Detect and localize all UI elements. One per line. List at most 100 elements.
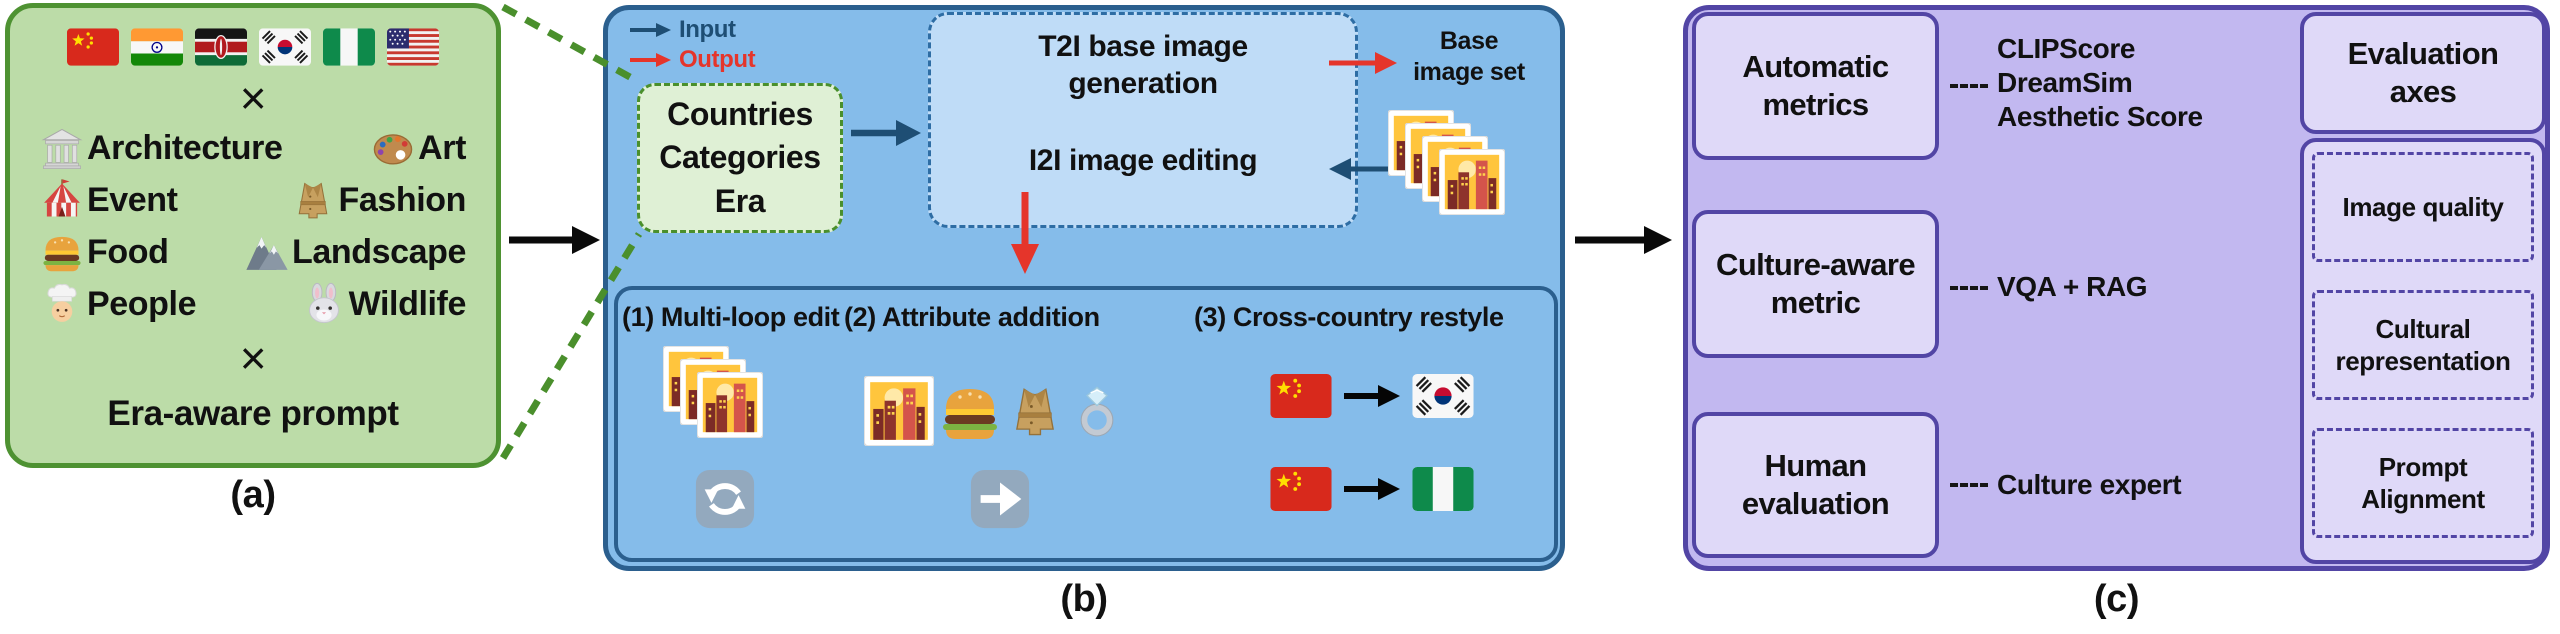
flag-south-korea-icon <box>259 28 311 66</box>
panel-c-label: (c) <box>2093 578 2140 620</box>
cityscape-photo-icon <box>697 372 763 438</box>
era-aware-prompt-text: Era-aware prompt <box>107 394 399 433</box>
cook-icon <box>40 282 84 326</box>
legend: Input Output <box>628 16 756 74</box>
flag-nigeria-icon <box>323 28 375 66</box>
edit-2-title: (2) Attribute addition <box>844 302 1100 332</box>
photo-stack-icon <box>663 346 765 440</box>
mountain-icon <box>245 230 289 274</box>
rabbit-icon <box>302 282 346 326</box>
category-label: Wildlife <box>348 284 467 323</box>
panel-b-label: (b) <box>1060 578 1108 620</box>
base-image-set-stack <box>1388 110 1510 220</box>
flag-india-icon <box>131 28 183 66</box>
country-flags-row <box>67 28 439 66</box>
automatic-metrics-notes: CLIPScore DreamSim Aesthetic Score <box>1997 32 2203 134</box>
era-line: Era <box>714 182 766 219</box>
multiply-sign: × <box>239 332 267 384</box>
category-row: Event Fashion <box>40 178 466 222</box>
loop-arrows-icon <box>694 468 756 530</box>
attribute-addition-icons <box>864 372 1126 450</box>
t2i-output-arrow <box>1329 52 1397 74</box>
category-row: Architecture Art <box>40 126 466 170</box>
automatic-metrics-box: Automatic metrics <box>1692 12 1939 160</box>
category-label: Landscape <box>291 232 466 271</box>
legend-input-row: Input <box>628 16 755 44</box>
countries-categories-era-box: Countries Categories Era <box>637 83 843 233</box>
evaluation-panel-c: Automatic metrics CLIPScore DreamSim Aes… <box>1683 5 2550 571</box>
category-label: People <box>87 284 197 323</box>
arrow-a-to-b <box>509 226 600 254</box>
edit-3-title: (3) Cross-country restyle <box>1194 302 1504 332</box>
circus-tent-icon <box>40 178 84 222</box>
category-architecture: Architecture <box>40 126 283 170</box>
dotted-connector <box>1950 84 1988 88</box>
edit-1-title: (1) Multi-loop edit <box>622 302 840 332</box>
coat-icon <box>1006 382 1064 440</box>
category-row: Food Landscape <box>40 230 466 274</box>
human-evaluation-box: Human evaluation <box>1692 412 1939 558</box>
classical-building-icon <box>40 126 84 170</box>
flag-nigeria-icon <box>1412 467 1474 511</box>
input-arrow-to-t2i <box>851 120 921 146</box>
countries-expansion-dashed-lines <box>500 3 642 460</box>
restyle-pair-china-nigeria <box>1270 467 1474 511</box>
i2i-editing-text: I2I image editing <box>1028 144 1258 178</box>
base-image-set-label: Base image set <box>1413 27 1525 86</box>
categories-grid: Architecture Art Event Fashion <box>40 126 466 326</box>
categories-line: Categories <box>659 139 821 176</box>
dotted-connector <box>1950 286 1988 290</box>
category-label: Fashion <box>338 180 466 219</box>
metric-note: CLIPScore <box>1997 33 2135 64</box>
dataset-panel-a: × Architecture Art Event Fa <box>5 3 501 468</box>
output-arrow-icon <box>630 53 671 67</box>
editing-operations-box: (1) Multi-loop edit (2) Attribute additi… <box>614 286 1558 562</box>
dotted-connector <box>1950 483 1988 487</box>
category-people: People <box>40 282 196 326</box>
flag-china-icon <box>67 28 119 66</box>
evaluation-axes-container: Image quality Cultural representation Pr… <box>2300 138 2546 564</box>
t2i-generation-text: T2I base image generation <box>1038 30 1248 100</box>
cityscape-photo-icon <box>1439 149 1505 215</box>
category-label: Event <box>87 180 178 219</box>
legend-input-label: Input <box>679 16 736 43</box>
right-arrow-button-icon <box>969 468 1031 530</box>
category-label: Art <box>418 128 466 167</box>
generation-panel-b: Input Output Countries Categories Era T2… <box>603 5 1565 571</box>
axis-image-quality: Image quality <box>2312 152 2534 262</box>
flag-china-icon <box>1270 467 1332 511</box>
t2i-i2i-box: T2I base image generation I2I image edit… <box>928 12 1358 228</box>
flag-south-korea-icon <box>1412 374 1474 418</box>
metric-note: VQA + RAG <box>1997 271 2148 302</box>
legend-output-label: Output <box>679 46 756 73</box>
human-evaluation-notes: Culture expert <box>1997 468 2182 502</box>
category-row: People Wildlife <box>40 282 466 326</box>
panel-a-label: (a) <box>230 474 276 516</box>
input-arrow-icon <box>630 23 671 37</box>
axis-cultural-representation: Cultural representation <box>2312 290 2534 400</box>
restyle-pair-china-korea <box>1270 374 1474 418</box>
category-landscape: Landscape <box>245 230 466 274</box>
i2i-output-down-arrow <box>1011 192 1039 274</box>
flag-china-icon <box>1270 374 1332 418</box>
burger-icon <box>938 379 1002 443</box>
burger-icon <box>40 230 84 274</box>
ring-icon <box>1068 382 1126 440</box>
category-food: Food <box>40 230 169 274</box>
metric-note: DreamSim <box>1997 67 2133 99</box>
category-wildlife: Wildlife <box>302 282 466 326</box>
cityscape-photo-icon <box>864 376 934 446</box>
category-label: Architecture <box>87 128 283 167</box>
axis-prompt-alignment: Prompt Alignment <box>2312 428 2534 538</box>
category-event: Event <box>40 178 178 222</box>
flag-kenya-icon <box>195 28 247 66</box>
culture-aware-metric-notes: VQA + RAG <box>1997 270 2148 304</box>
category-fashion: Fashion <box>291 178 466 222</box>
legend-output-row: Output <box>628 46 756 74</box>
coat-icon <box>291 178 335 222</box>
metric-note: Aesthetic Score <box>1997 101 2203 133</box>
palette-icon <box>371 126 415 170</box>
category-label: Food <box>87 232 169 271</box>
restyle-arrow <box>1344 478 1400 500</box>
